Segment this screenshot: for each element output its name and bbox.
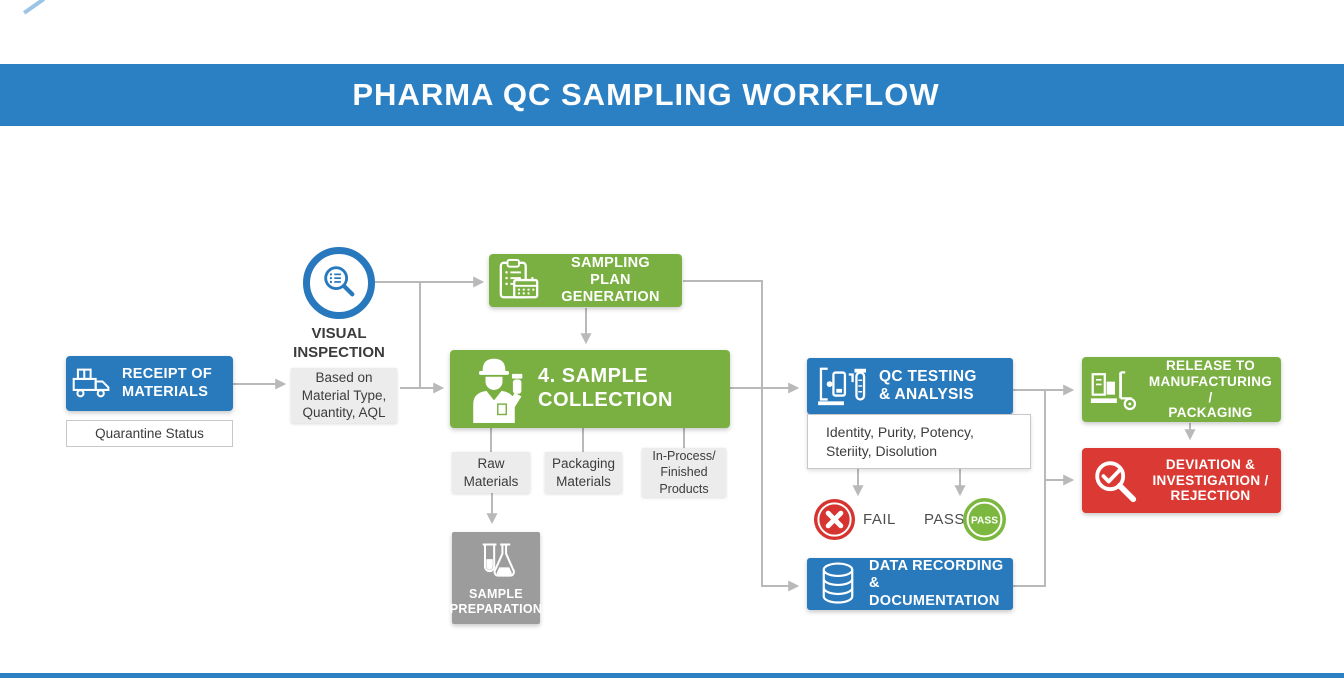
bottom-accent-bar	[0, 673, 1344, 678]
node-qc-testing: QC TESTING& ANALYSIS	[807, 358, 1013, 414]
worker-vial-icon	[450, 355, 538, 423]
node-label: QC TESTING& ANALYSIS	[879, 367, 977, 403]
quarantine-status-label: Quarantine Status	[95, 426, 204, 441]
analyzer-icon	[807, 363, 879, 409]
clipboard-calendar-icon	[489, 258, 549, 303]
svg-text:PASS: PASS	[971, 516, 998, 527]
qc-test-attributes-box: Identity, Purity, Potency, Steriity, Dis…	[807, 414, 1031, 469]
fail-icon	[813, 498, 856, 546]
magnifier-check-icon	[1082, 456, 1148, 506]
node-label: DATA RECORDING &DOCUMENTATION	[869, 558, 1004, 609]
node-label: DEVIATION &INVESTIGATION /REJECTION	[1152, 456, 1269, 504]
database-icon	[807, 562, 869, 606]
forklift-icon	[1082, 368, 1148, 412]
truck-icon	[66, 366, 122, 402]
magnifier-checklist-icon	[320, 262, 358, 305]
based-on-box: Based on Material Type, Quantity, AQL	[291, 368, 397, 423]
pass-icon: PASS	[962, 497, 1007, 547]
fail-label: FAIL	[863, 511, 896, 528]
tube-flask-icon	[473, 539, 519, 583]
quarantine-status-box: Quarantine Status	[66, 420, 233, 447]
visual-inspection-circle	[303, 247, 375, 319]
node-data-recording: DATA RECORDING &DOCUMENTATION	[807, 558, 1013, 610]
title-banner: PHARMA QC SAMPLING WORKFLOW	[0, 64, 1344, 126]
page-title: PHARMA QC SAMPLING WORKFLOW	[352, 77, 940, 112]
node-deviation-investigation: DEVIATION &INVESTIGATION /REJECTION	[1082, 448, 1281, 513]
pass-label: PASS	[924, 511, 965, 528]
